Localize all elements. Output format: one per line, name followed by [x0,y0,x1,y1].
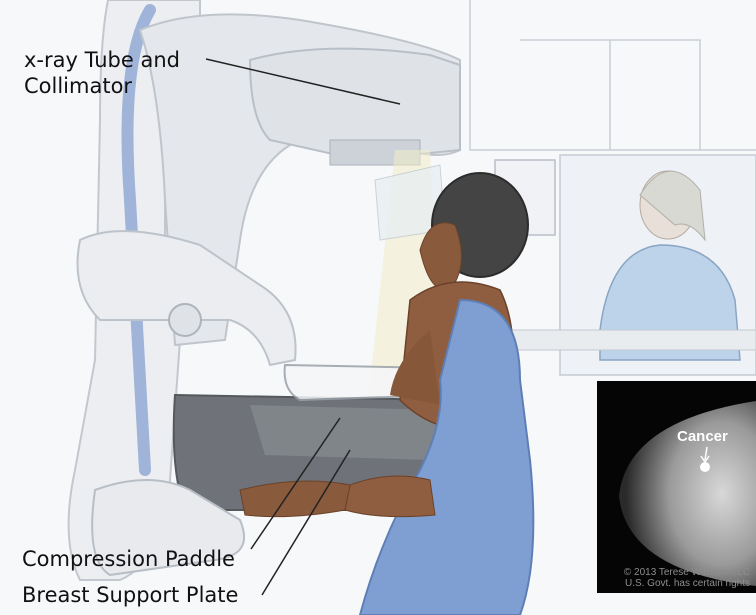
copyright-line2: U.S. Govt. has certain rights [624,579,750,590]
mammogram-inset: Cancer © 2013 Terese Winslow LLC U.S. Go… [597,381,756,593]
copyright-line1: © 2013 Terese Winslow LLC [624,568,750,579]
cancer-label: Cancer [677,428,728,445]
copyright-notice: © 2013 Terese Winslow LLC U.S. Govt. has… [624,568,750,589]
compression-paddle-label: Compression Paddle [22,546,235,572]
xray-tube-label-line1: x-ray Tube and [24,47,180,73]
cancer-spot [700,462,710,472]
mammogram-image [597,381,756,593]
xray-tube-label-line2: Collimator [24,73,180,99]
xray-tube-label: x-ray Tube and Collimator [24,47,180,100]
breast-support-plate-label: Breast Support Plate [22,582,238,608]
